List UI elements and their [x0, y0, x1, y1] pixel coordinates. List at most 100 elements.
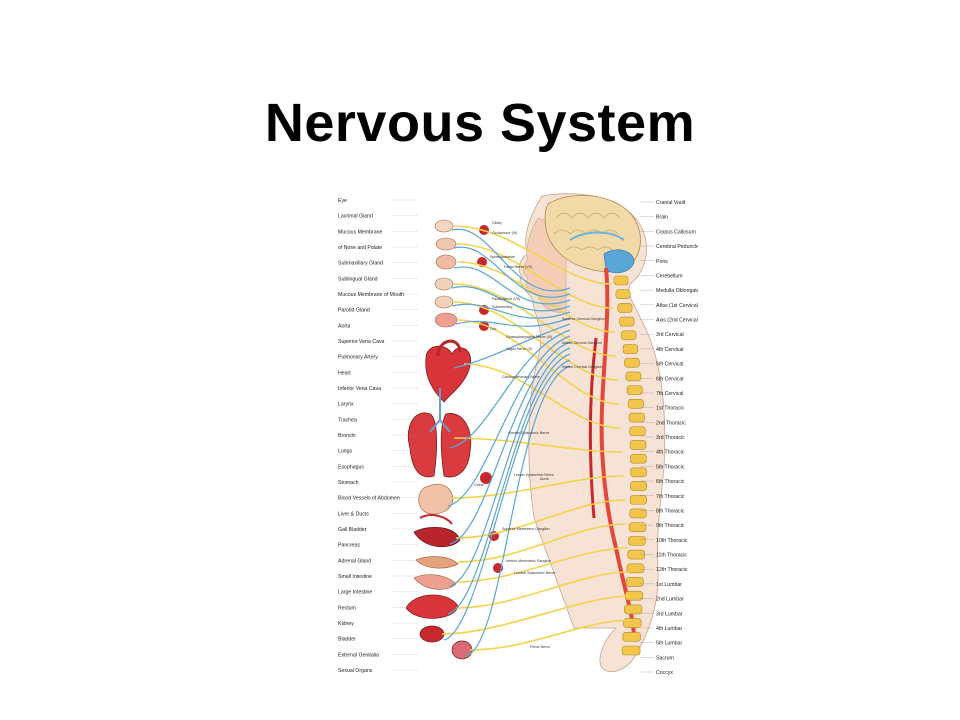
- spine-label: 3rd Cervical: [656, 332, 684, 338]
- page-title: Nervous System: [264, 93, 696, 153]
- sympathetic-nerve: [453, 225, 613, 285]
- parasympathetic-nerve: [453, 266, 571, 305]
- organ-label: Bronchi: [338, 433, 356, 439]
- organ-label: Bladder: [338, 637, 356, 643]
- corpus-callosum: [569, 231, 625, 241]
- organ-label: Larynx: [338, 402, 354, 408]
- organ-label: Sexual Organs: [338, 668, 373, 674]
- nerve-label: Lumbar Splanchnic Nerve: [514, 571, 555, 575]
- organ-label: Rectum: [338, 605, 356, 611]
- vertebra: [621, 330, 637, 341]
- parasympathetic-nerve: [447, 335, 571, 507]
- spine-label: 6th Thoracic: [656, 479, 685, 485]
- spine-label: 4th Lumbar: [656, 626, 683, 632]
- spine-label: 4th Thoracic: [656, 450, 685, 456]
- nerve-label: Ciliary: [492, 221, 502, 225]
- spine-label: Axis (2nd Cervical): [656, 318, 698, 324]
- spine-label: 6th Cervical: [656, 376, 683, 382]
- parasympathetic-nerve: [451, 228, 571, 292]
- organ-label: Small Intestine: [338, 574, 372, 580]
- sympathetic-nerve: [455, 499, 625, 539]
- sympathetic-nerve: [457, 261, 615, 333]
- spine-label: Cranial Vault: [656, 200, 686, 206]
- sympathetic-nerve: [455, 571, 630, 609]
- organ-label: Eye: [338, 198, 347, 204]
- mouth-organ: [434, 312, 458, 328]
- sympathetic-nerve: [455, 243, 614, 309]
- spine-label: 5th Cervical: [656, 362, 683, 368]
- sympathetic-nerve: [453, 437, 623, 453]
- heart-organ: [425, 345, 472, 403]
- vertebra: [628, 522, 647, 532]
- vertebra: [630, 467, 647, 478]
- parasympathetic-nerve: [465, 365, 571, 657]
- spine-label: 1st Lumbar: [656, 582, 682, 588]
- spine-label: 2nd Lumbar: [656, 597, 684, 603]
- parasympathetic-nerve: [443, 359, 571, 641]
- abdomen-vessels-organ: [419, 514, 453, 525]
- vertebra: [629, 508, 647, 519]
- organ-label: Liver & Ducts: [338, 511, 369, 517]
- vertebra: [624, 357, 640, 368]
- vertebra: [629, 440, 647, 450]
- vertebra: [629, 426, 646, 437]
- spine-label: Brain: [656, 215, 668, 221]
- nerve-label: Cardiopulmonary Nerve: [502, 375, 540, 379]
- sublingual-organ: [434, 295, 454, 309]
- liver-organ: [413, 526, 461, 547]
- nerve-label: Submaxillary: [492, 305, 513, 309]
- sympathetic-nerve: [441, 595, 631, 635]
- organ-label: Superior Vena Cava: [338, 339, 385, 345]
- spine-label: 3rd Thoracic: [656, 435, 685, 441]
- trachea-organ: [429, 388, 451, 433]
- vertebra: [630, 481, 647, 491]
- nerve-label: Sphenopalatine: [490, 255, 515, 259]
- organ-label: Lungs: [338, 449, 353, 455]
- parasympathetic-nerve: [447, 353, 571, 615]
- spine-label: Atlas (1st Cervical): [656, 303, 698, 309]
- parasympathetic-nerve: [451, 303, 571, 319]
- spine-label: 4th Cervical: [656, 347, 683, 353]
- lacrimal-organ: [435, 237, 457, 251]
- spine-label: 5th Thoracic: [656, 464, 685, 470]
- spine-label: 10th Thoracic: [656, 538, 688, 544]
- organ-label: Heart: [338, 370, 351, 376]
- sympathetic-nerve: [451, 475, 624, 499]
- parasympathetic-nerve: [449, 347, 571, 587]
- bladder-organ: [451, 640, 473, 660]
- organ-label: of Nose and Palate: [338, 245, 382, 251]
- nerve-label: Middle Cervical Ganglion: [562, 341, 602, 345]
- vertebra: [613, 275, 629, 286]
- vertebra: [628, 412, 645, 423]
- vertebra: [630, 453, 647, 464]
- vertebra: [629, 494, 647, 505]
- spine-label: 8th Thoracic: [656, 508, 685, 514]
- nerve-label: Superior Cervical Ganglion: [562, 317, 605, 321]
- spine-label: 1st Thoracic: [656, 406, 685, 412]
- nerve-label: Inferior Cervical Ganglion: [562, 365, 603, 369]
- submaxillary-organ: [434, 277, 454, 291]
- nerve-label: Glossopharyngeal Nerve (IX): [506, 335, 552, 339]
- organ-label: Trachea: [338, 417, 357, 423]
- parasympathetic-nerve: [449, 341, 571, 545]
- spine-label: Pons: [656, 259, 668, 265]
- organ-label: Aorta: [338, 323, 351, 329]
- nerve-network: [441, 225, 633, 657]
- organ-label: Mucous Membrane of Mouth: [338, 292, 404, 298]
- organ-label: Kidney: [338, 621, 354, 627]
- spine-label: 12th Thoracic: [656, 567, 688, 573]
- spine-label: 3rd Lumbar: [656, 611, 683, 617]
- nose-palate-organ: [435, 254, 457, 270]
- sympathetic-nerve: [457, 523, 627, 563]
- eye-organ: [434, 219, 454, 233]
- organ-label: Esophagus: [338, 464, 364, 470]
- organ-label: Stomach: [338, 480, 359, 486]
- nerve-label: Celiac: [474, 483, 484, 487]
- lung-left: [407, 412, 438, 478]
- vertebra: [615, 289, 631, 300]
- aorta-arch: [436, 339, 462, 357]
